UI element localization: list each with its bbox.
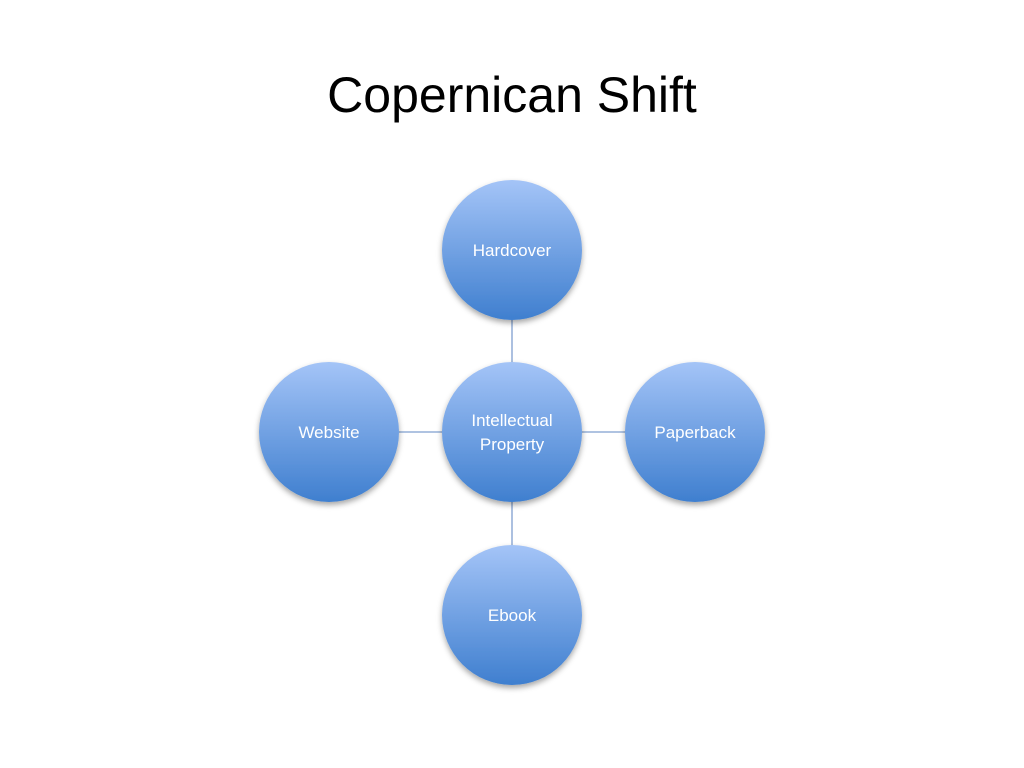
node-label-hub-line-1: Intellectual: [471, 411, 552, 430]
node-circle-top: [442, 180, 582, 320]
node-right: Paperback: [625, 362, 765, 502]
node-label-top: Hardcover: [473, 241, 552, 260]
node-bottom: Ebook: [442, 545, 582, 685]
node-label-right: Paperback: [654, 423, 736, 442]
node-circle-hub: [442, 362, 582, 502]
node-top: Hardcover: [442, 180, 582, 320]
connectors: [399, 320, 625, 546]
node-circle-bottom: [442, 545, 582, 685]
node-label-left: Website: [298, 423, 359, 442]
node-label-hub-line-2: Property: [480, 435, 545, 454]
node-label-bottom: Ebook: [488, 606, 537, 625]
slide-title: Copernican Shift: [327, 67, 697, 123]
node-left: Website: [259, 362, 399, 502]
node-circle-right: [625, 362, 765, 502]
node-circle-left: [259, 362, 399, 502]
